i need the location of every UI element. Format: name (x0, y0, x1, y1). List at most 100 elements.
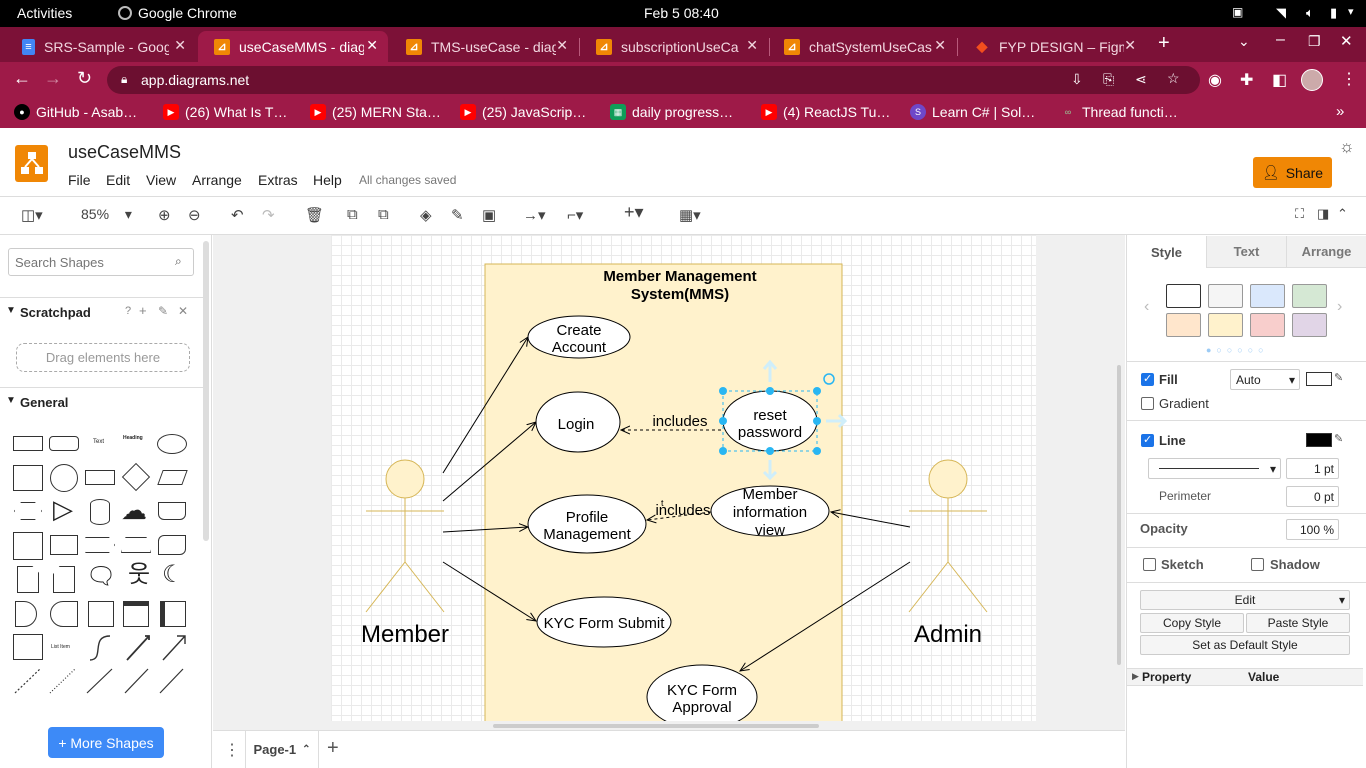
tab-arrange[interactable]: Arrange (1286, 236, 1366, 268)
zoom-select[interactable]: 85% ▾ (81, 206, 132, 223)
page-tab-1[interactable]: Page-1 ⌃ (245, 731, 319, 768)
extension-icon[interactable]: ◉ (1208, 72, 1222, 89)
selection-handles[interactable] (719, 359, 848, 481)
shape-or[interactable]: ☾ (162, 561, 184, 588)
tab-text[interactable]: Text (1206, 236, 1286, 268)
activities-button[interactable]: Activities (17, 5, 73, 21)
menu-help[interactable]: Help (313, 172, 342, 188)
toggle-panel-icon[interactable]: ◨ (1317, 206, 1330, 221)
collapse-arrow-icon[interactable]: ▼ (6, 305, 16, 316)
collapse-arrow-icon[interactable]: ▼ (6, 395, 16, 406)
gradient-checkbox[interactable] (1141, 397, 1154, 410)
add-page-icon[interactable]: + (327, 737, 339, 759)
page-action-icon[interactable]: ⎘ (1103, 71, 1115, 87)
system-menu-arrow-icon[interactable]: ▾ (1348, 6, 1354, 18)
bookmark-daily-progress[interactable]: ▦daily progress… (610, 104, 733, 120)
fill-color-icon[interactable]: ◈ (420, 207, 432, 224)
connection-icon[interactable]: →▾ (523, 207, 546, 224)
line-color-icon[interactable]: ✎ (451, 207, 464, 224)
shadow-checkbox[interactable] (1251, 558, 1264, 571)
shape-swimlane[interactable] (123, 601, 149, 627)
shape-rectangle[interactable] (13, 436, 43, 451)
theme-toggle-icon[interactable]: ☼ (1339, 137, 1355, 156)
eyedropper-icon[interactable]: ✎ (1334, 372, 1344, 384)
zoom-in-icon[interactable]: ⊕ (158, 207, 171, 224)
shape-heading[interactable]: Heading (123, 435, 143, 441)
drawio-logo-icon[interactable] (15, 145, 48, 182)
usecase-create-account[interactable]: Create Account (527, 315, 631, 359)
format-panel-icon[interactable]: ◫▾ (21, 207, 43, 224)
fill-checkbox[interactable] (1141, 372, 1154, 386)
to-front-icon[interactable]: ⧉ (347, 206, 358, 223)
bookmark-star-icon[interactable]: ☆ (1167, 70, 1180, 86)
shadow-icon[interactable]: ▣ (482, 207, 497, 224)
close-window-icon[interactable]: ✕ (1340, 33, 1353, 50)
close-tab-icon[interactable]: ✕ (174, 37, 186, 53)
shape-list[interactable] (13, 634, 43, 660)
swatch-green[interactable] (1292, 284, 1327, 308)
close-tab-icon[interactable]: ✕ (1124, 37, 1136, 53)
association-login[interactable] (442, 422, 536, 502)
tab-style[interactable]: Style (1127, 236, 1206, 268)
paste-style-button[interactable]: Paste Style (1246, 613, 1350, 633)
admin-actor[interactable] (908, 459, 988, 613)
zoom-out-icon[interactable]: ⊖ (188, 207, 201, 224)
clock[interactable]: Feb 5 08:40 (644, 5, 719, 21)
swatch-white[interactable] (1166, 284, 1201, 308)
insert-icon[interactable]: +▾ (624, 202, 644, 222)
includes-label-2[interactable]: includes (655, 502, 710, 519)
shape-document[interactable] (158, 502, 186, 520)
association-create-account[interactable] (442, 337, 528, 474)
line-checkbox[interactable] (1141, 433, 1154, 447)
edit-style-select[interactable]: Edit▾ (1140, 590, 1350, 610)
waypoints-icon[interactable]: ⌐▾ (567, 207, 584, 224)
back-icon[interactable]: ← (13, 68, 31, 88)
line-pattern-select[interactable]: ▾ (1148, 458, 1281, 479)
shape-square[interactable] (13, 465, 43, 491)
tab-search-icon[interactable]: ⌄ (1238, 33, 1250, 49)
use-case-diagram[interactable]: Member Management System(MMS) Member Adm… (331, 235, 1036, 721)
wifi-icon[interactable]: ◥ (1276, 5, 1286, 20)
menu-file[interactable]: File (68, 172, 91, 188)
delete-icon[interactable]: 🗑︎ (305, 207, 325, 224)
bookmark-youtube-3[interactable]: ▶(25) JavaScrip… (460, 104, 586, 120)
maximize-window-icon[interactable]: ❐ (1308, 33, 1321, 49)
usecase-reset-password[interactable]: reset password (722, 390, 818, 452)
address-bar[interactable]: 🔒︎ app.diagrams.net ⇩ ⎘ ⋖ ☆ (107, 66, 1200, 94)
shape-circle[interactable] (50, 464, 78, 492)
shape-trapezoid[interactable] (121, 537, 151, 553)
association-member-info[interactable] (831, 512, 911, 528)
shape-lines-row[interactable] (12, 667, 197, 697)
shape-vertical-container[interactable] (160, 601, 186, 627)
more-bookmarks-icon[interactable]: » (1336, 103, 1345, 120)
swatch-yellow[interactable] (1208, 313, 1243, 337)
shape-process[interactable] (85, 470, 115, 485)
shape-cube[interactable] (50, 535, 78, 555)
usecase-kyc-form-approval[interactable]: KYC Form Approval (646, 664, 758, 721)
fill-mode-select[interactable]: Auto▾ (1230, 369, 1300, 390)
close-tab-icon[interactable]: ✕ (934, 37, 946, 53)
opacity-input[interactable]: 100 % (1286, 519, 1339, 540)
member-actor[interactable] (365, 459, 445, 613)
swatch-red[interactable] (1250, 313, 1285, 337)
active-app-indicator[interactable]: Google Chrome (118, 5, 237, 21)
minimize-window-icon[interactable]: – (1276, 31, 1285, 48)
scratchpad-help-icon[interactable]: ? (125, 305, 132, 317)
scratchpad-dropzone[interactable]: Drag elements here (16, 343, 190, 372)
swatch-next-icon[interactable]: › (1337, 298, 1343, 315)
chrome-menu-icon[interactable]: ⋮ (1341, 71, 1357, 88)
install-app-icon[interactable]: ⇩ (1071, 71, 1083, 87)
lock-icon[interactable]: 🔒︎ (121, 72, 128, 86)
usecase-member-information-view[interactable]: Member information view (710, 485, 830, 539)
fullscreen-icon[interactable]: ⛶ (1295, 206, 1305, 221)
swatch-orange[interactable] (1166, 313, 1201, 337)
status-tray-icon[interactable]: ▣ (1232, 5, 1244, 19)
browser-tab-chatsystem-usecase[interactable]: ⊿ chatSystemUseCas ✕ (768, 31, 956, 62)
menu-extras[interactable]: Extras (258, 172, 298, 188)
expand-arrow-icon[interactable]: ▶ (1132, 671, 1139, 681)
usecase-login[interactable]: Login (535, 391, 621, 453)
save-status[interactable]: All changes saved (359, 173, 457, 187)
usecase-kyc-form-submit[interactable]: KYC Form Submit (536, 596, 672, 648)
shape-actor[interactable]: 웃 (128, 561, 151, 588)
